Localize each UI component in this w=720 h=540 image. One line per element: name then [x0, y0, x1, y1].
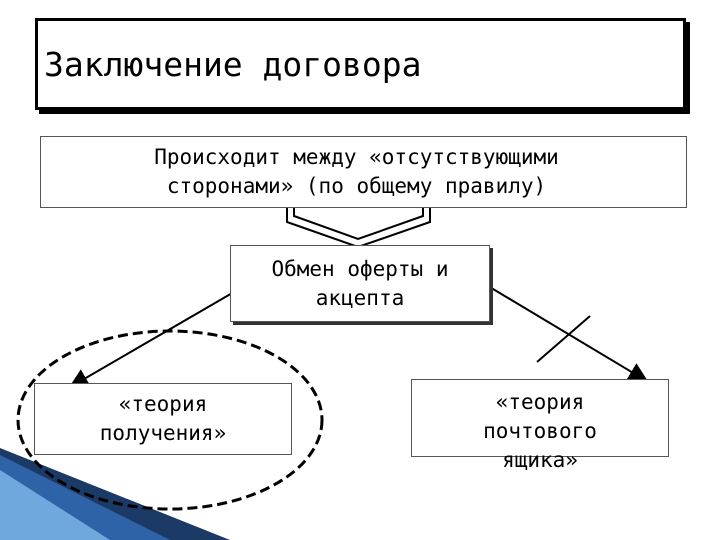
dashed-ellipse-highlight	[18, 331, 322, 509]
